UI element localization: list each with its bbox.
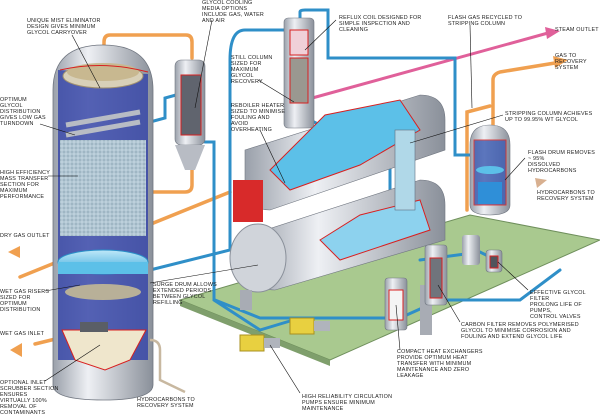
label-circulation-pumps: High reliability circulation pumps ensur…	[302, 394, 393, 413]
label-inlet-scrubber: Optional inlet scrubber section ensures …	[0, 380, 59, 414]
wet-gas-arrow-icon	[10, 343, 22, 357]
label-steam-outlet: Steam outlet	[555, 27, 599, 33]
glycol-cooler	[174, 59, 206, 170]
label-wet-gas-inlet: Wet gas inlet	[0, 331, 45, 337]
label-flash-drum: Flash drum removes ~ 95% dissolved hydro…	[528, 150, 596, 175]
surge-vessel	[462, 235, 480, 265]
label-reflux-coil: Reflux coil designed for simple inspecti…	[339, 15, 422, 34]
label-heat-exchangers: Compact heat exchangers provide optimum …	[397, 349, 483, 380]
label-wet-gas-risers: Wet gas risers sized for optimum distrib…	[0, 289, 50, 314]
label-glycol-cooling: Glycol cooling media options include gas…	[202, 0, 265, 25]
label-surge-drum: Surge drum allows extended periods betwe…	[153, 282, 217, 307]
glycol-filter	[485, 249, 503, 273]
steam-pipe	[304, 31, 549, 102]
steam-arrow-icon	[545, 27, 560, 39]
leader-lines	[39, 19, 529, 394]
label-dry-gas-outlet: Dry gas outlet	[0, 233, 50, 239]
label-mass-transfer: High efficiency mass transfer section fo…	[0, 170, 51, 201]
label-stripping-column: Stripping column achieves up to 99.95% w…	[505, 111, 593, 124]
label-reboiler-heater: Reboiler heater sized to minimise foulin…	[231, 103, 286, 134]
label-glycol-distribution: Optimum glycol distribution gives low ga…	[0, 97, 46, 128]
contactor-column	[52, 44, 154, 401]
dry-gas-arrow-icon	[8, 246, 20, 258]
label-gas-to-recovery: Gas to recovery system	[555, 53, 587, 72]
hydrocarbon-arrow-icon	[535, 178, 547, 188]
label-glycol-filter: Effective glycol filter prolong life of …	[530, 290, 586, 321]
label-hydrocarbons-bottom: Hydrocarbons to recovery system	[137, 397, 195, 410]
label-still-column: Still column sized for maximum glycol re…	[231, 55, 273, 86]
stripping-column	[394, 129, 416, 211]
circulation-pumps	[239, 317, 330, 352]
label-flash-gas: Flash gas recycled to stripping column	[448, 15, 523, 28]
gas-recovery-arrow-icon	[553, 56, 568, 68]
carbon-filter	[424, 244, 448, 306]
flash-drum	[469, 124, 511, 216]
heat-exchanger	[384, 277, 408, 331]
label-hydrocarbons-right: Hydrocarbons to recovery system	[537, 190, 595, 203]
still-column	[283, 17, 315, 129]
label-mist-eliminator: Unique mist eliminator design gives mini…	[27, 18, 101, 37]
label-carbon-filter: Carbon filter removes polymerised glycol…	[461, 322, 579, 341]
